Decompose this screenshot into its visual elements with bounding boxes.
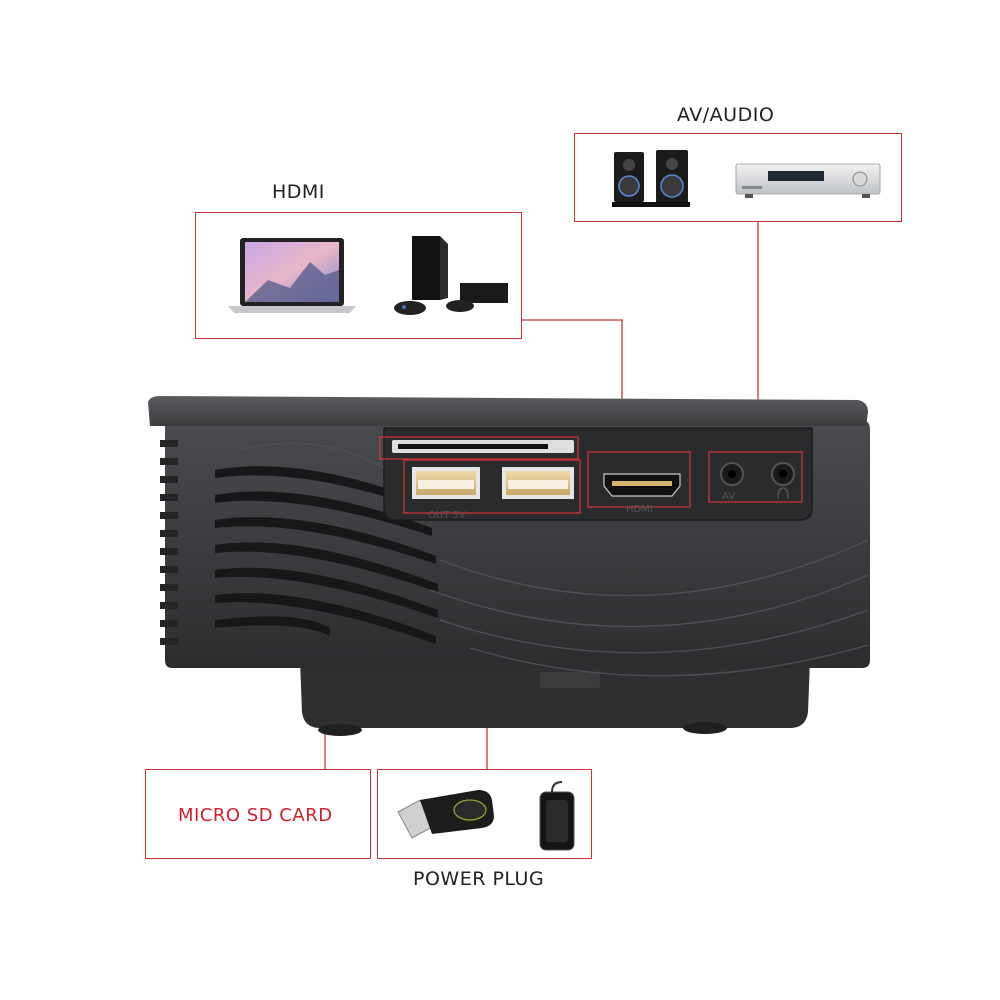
av-port-marking: AV — [722, 491, 735, 502]
speakers-icon — [612, 150, 690, 207]
micro-sd-label: MICRO SD CARD — [178, 805, 333, 826]
usb-flash-drive-icon — [397, 790, 494, 839]
power-plug-label: POWER PLUG — [413, 868, 545, 890]
headphone-icon — [777, 487, 789, 499]
micro-sd-slot — [392, 440, 574, 453]
usb-port-marking: OUT 5V — [428, 510, 466, 521]
hdmi-port-highlight — [587, 451, 691, 508]
power-bank-icon — [539, 781, 575, 851]
vent-slots — [215, 466, 438, 644]
hdmi-port-marking: HDMI — [626, 504, 653, 515]
av-jacks-highlight — [708, 451, 803, 503]
usb-ports — [412, 467, 574, 499]
game-console-icon — [394, 236, 508, 315]
hdmi-port — [603, 473, 681, 497]
usb-ports-highlight — [403, 459, 581, 514]
body-swoosh-lines — [239, 442, 869, 677]
av-audio-label: AV/AUDIO — [677, 104, 775, 126]
audio-jacks — [720, 462, 795, 486]
amplifier-icon — [735, 163, 881, 198]
micro-sd-highlight — [379, 436, 579, 460]
hdmi-label: HDMI — [272, 181, 325, 203]
micro-sd-callout-box — [145, 769, 371, 859]
laptop-icon — [228, 238, 356, 313]
